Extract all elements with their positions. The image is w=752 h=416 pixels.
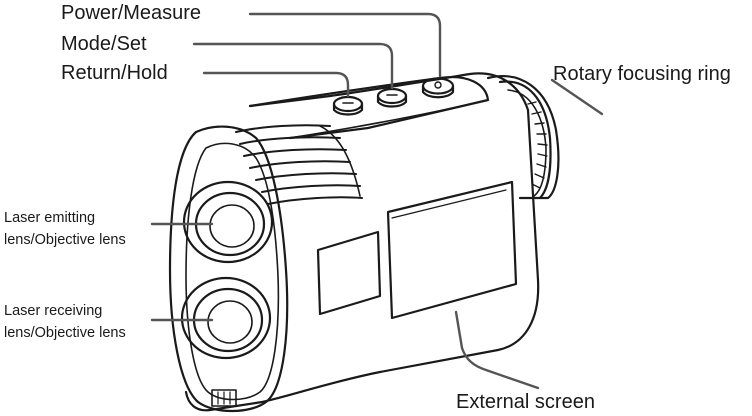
label-power-measure: Power/Measure (61, 2, 202, 24)
mode-set-button[interactable] (376, 87, 408, 108)
label-laser-receiving-line1: Laser receiving (4, 303, 103, 319)
label-rotary-focusing-ring: Rotary focusing ring (553, 63, 731, 85)
front-face (168, 125, 289, 412)
device-body-outline (184, 72, 540, 412)
power-measure-button[interactable] (421, 77, 455, 99)
leader-mode-set (192, 42, 394, 90)
leader-rotary-ring (550, 78, 604, 116)
rotary-focusing-ring (486, 75, 560, 200)
label-laser-receiving-line2: lens/Objective lens (4, 325, 126, 341)
laser-receiving-lens (180, 276, 272, 360)
label-external-screen: External screen (456, 391, 595, 413)
laser-emitting-lens (182, 180, 274, 264)
small-side-window (316, 230, 382, 316)
label-return-hold: Return/Hold (61, 62, 168, 84)
leader-return-hold (202, 71, 350, 98)
leader-power-measure (248, 12, 442, 78)
label-laser-emitting-line2: lens/Objective lens (4, 232, 126, 248)
label-laser-emitting-line1: Laser emitting (4, 210, 96, 226)
leader-external-screen (454, 310, 540, 390)
return-hold-button[interactable] (332, 95, 364, 116)
external-screen-window (386, 180, 518, 320)
label-mode-set: Mode/Set (61, 33, 147, 55)
